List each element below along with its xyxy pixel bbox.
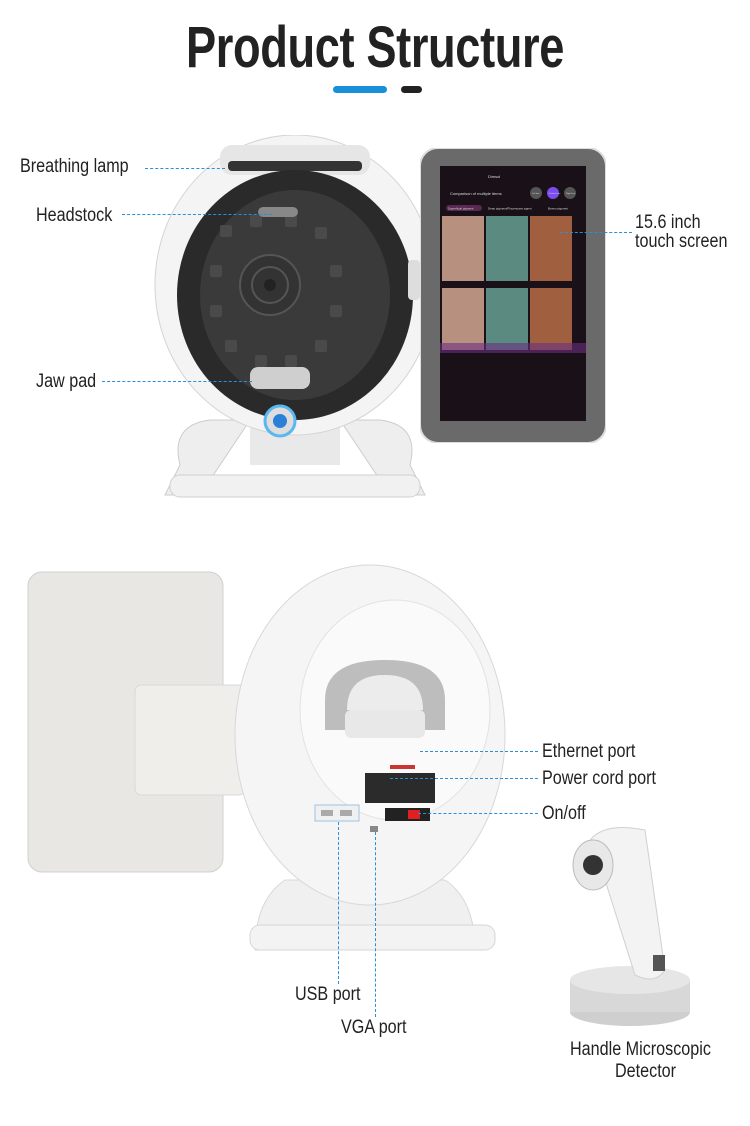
- page-title: Product Structure: [186, 15, 564, 80]
- screen-view-positive: Positive face: [549, 192, 561, 195]
- callout-line: [102, 381, 252, 382]
- label-ethernet-port: Ethernet port: [542, 741, 636, 762]
- label-headstock: Headstock: [36, 205, 113, 226]
- callout-line: [375, 832, 376, 1017]
- callout-line: [122, 214, 272, 215]
- label-touch-screen: touch screen: [635, 231, 728, 252]
- screen-tab-brown: Brown pigment: [548, 207, 568, 211]
- label-jaw-pad: Jaw pad: [36, 371, 97, 392]
- title-accent-bar: [333, 86, 387, 93]
- handle-microscopic-detector: [570, 827, 690, 1026]
- back-device-illustration: [27, 564, 506, 951]
- label-power-cord-port: Power cord port: [542, 768, 657, 789]
- callout-line: [418, 813, 538, 814]
- screen-view-left: Left face: [532, 192, 541, 195]
- label-detector: Detector: [615, 1061, 677, 1082]
- label-on-off: On/off: [542, 803, 586, 824]
- screen-brand: Dimsol: [488, 174, 500, 179]
- label-screen-size: 15.6 inch: [635, 212, 701, 233]
- screen-view-right: Right face: [566, 192, 576, 195]
- screen-tab-superficial: Superficial pigment: [448, 207, 474, 211]
- title-accent-dot: [401, 86, 422, 93]
- callout-line: [420, 751, 538, 752]
- screen-tab-deep: Deep pigment/Fluorescent agent: [488, 207, 532, 211]
- callout-line: [338, 822, 339, 984]
- label-vga-port: VGA port: [341, 1017, 407, 1038]
- label-handle-microscopic: Handle Microscopic: [570, 1039, 711, 1060]
- screen-dropdown: Comparison of multiple items: [450, 191, 502, 196]
- label-breathing-lamp: Breathing lamp: [20, 156, 129, 177]
- callout-line: [390, 778, 538, 779]
- callout-line: [145, 168, 225, 169]
- front-device-illustration: [154, 135, 430, 498]
- touch-screen-tablet: Dimsol Comparison of multiple items Left…: [420, 148, 606, 443]
- callout-line: [560, 232, 632, 233]
- label-usb-port: USB port: [295, 984, 361, 1005]
